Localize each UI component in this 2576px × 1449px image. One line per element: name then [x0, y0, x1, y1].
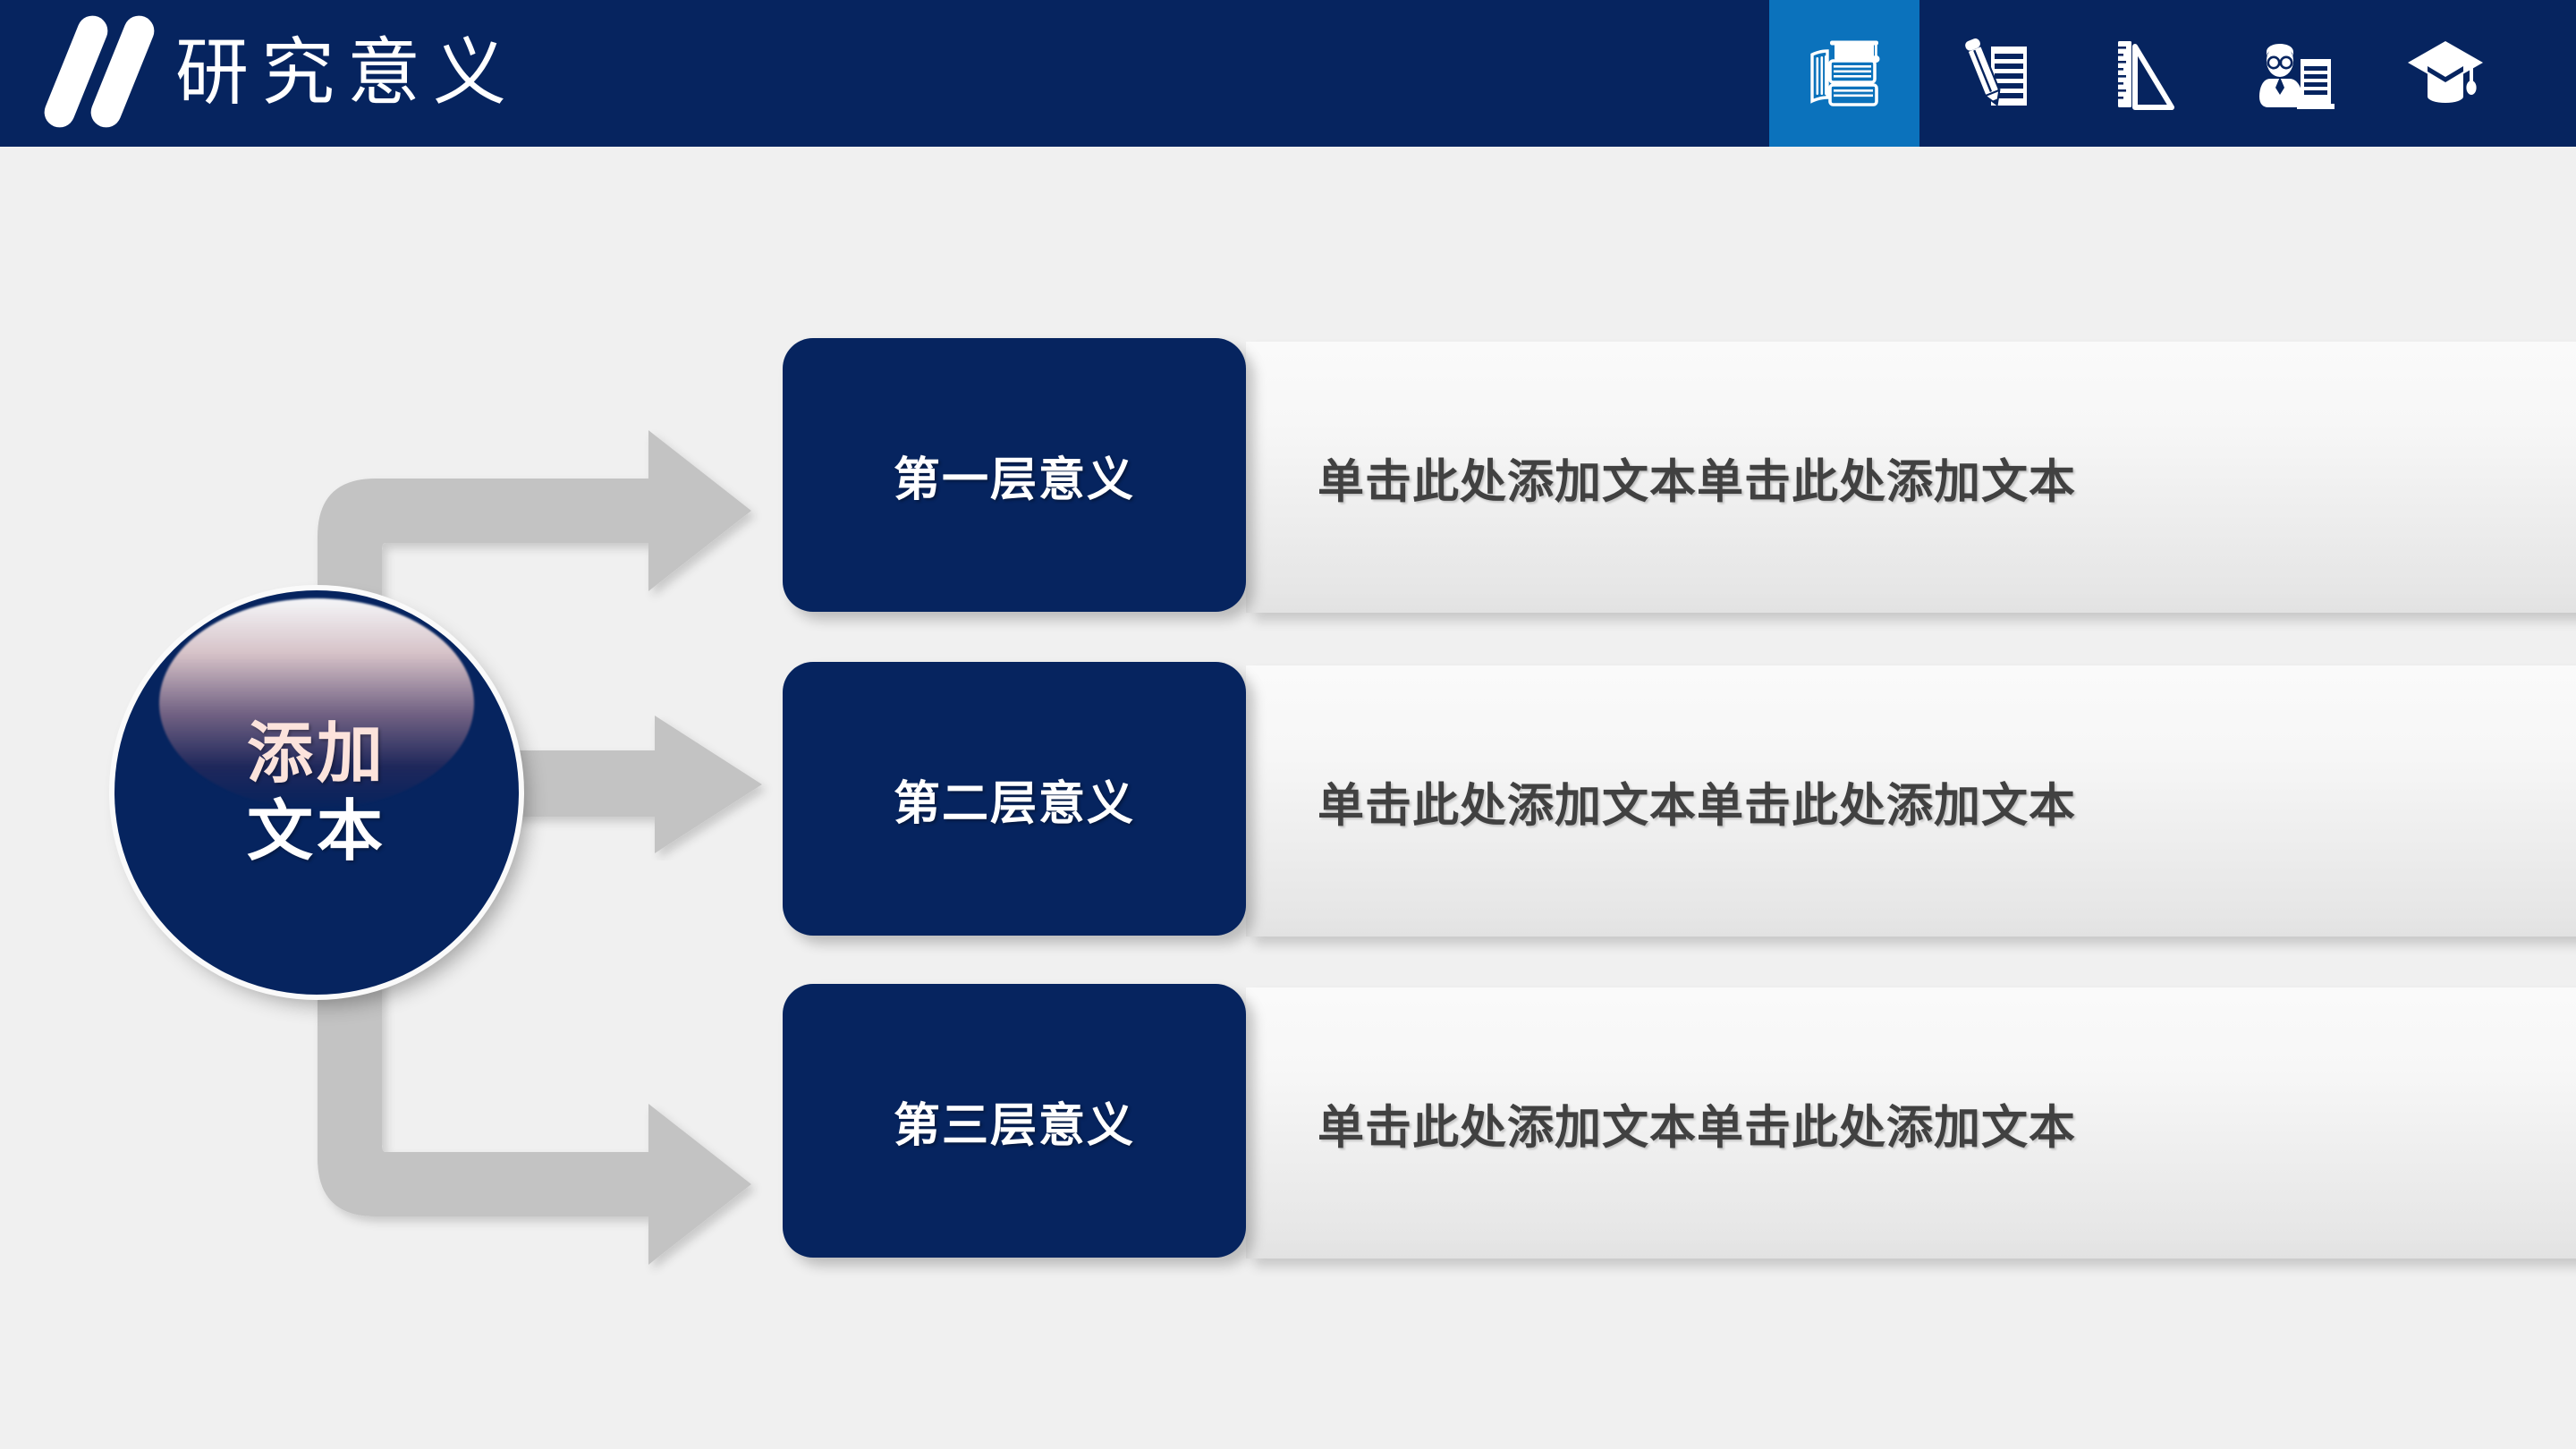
- scholar-document-icon: [2249, 27, 2342, 120]
- hub-label: 添加 文本: [114, 715, 519, 871]
- ruler-triangle-icon: [2098, 27, 2191, 120]
- page-title: 研究意义: [175, 32, 520, 114]
- hub-label-line1: 添加: [247, 716, 386, 791]
- slide-header: 研究意义: [0, 0, 2576, 147]
- level-tag-text-3: 第三层意义: [893, 1099, 1135, 1152]
- content-panel-text-2: 单击此处添加文本单击此处添加文本: [1318, 780, 2077, 832]
- content-panel-3[interactable]: 单击此处添加文本单击此处添加文本: [1246, 987, 2576, 1258]
- nav-tab-notes[interactable]: [1919, 0, 2070, 147]
- nav-icon-bar: [1769, 0, 2521, 147]
- nav-tab-degree[interactable]: [2370, 0, 2521, 147]
- pen-notepad-icon: [1948, 27, 2041, 120]
- content-panel-text-1: 单击此处添加文本单击此处添加文本: [1318, 456, 2077, 508]
- double-slash-logo-icon: [39, 11, 172, 132]
- books-graduation-icon: [1798, 27, 1891, 120]
- content-panel-1[interactable]: 单击此处添加文本单击此处添加文本: [1246, 342, 2576, 613]
- elbow-down-right-arrow: [268, 903, 814, 1279]
- level-tag-1[interactable]: 第一层意义: [783, 338, 1246, 612]
- nav-tab-scholar[interactable]: [2220, 0, 2370, 147]
- hub-circle[interactable]: 添加 文本: [114, 590, 519, 995]
- level-tag-3[interactable]: 第三层意义: [783, 984, 1246, 1258]
- level-tag-text-2: 第二层意义: [893, 777, 1135, 830]
- straight-right-arrow: [494, 708, 807, 860]
- hub-label-line2: 文本: [247, 794, 386, 869]
- content-panel-text-3: 单击此处添加文本单击此处添加文本: [1318, 1102, 2077, 1154]
- graduation-cap-icon: [2399, 27, 2492, 120]
- content-panel-2[interactable]: 单击此处添加文本单击此处添加文本: [1246, 665, 2576, 936]
- level-tag-2[interactable]: 第二层意义: [783, 662, 1246, 936]
- elbow-up-right-arrow: [268, 416, 814, 792]
- nav-tab-books[interactable]: [1769, 0, 1919, 147]
- nav-tab-tools[interactable]: [2070, 0, 2220, 147]
- level-tag-text-1: 第一层意义: [893, 453, 1135, 506]
